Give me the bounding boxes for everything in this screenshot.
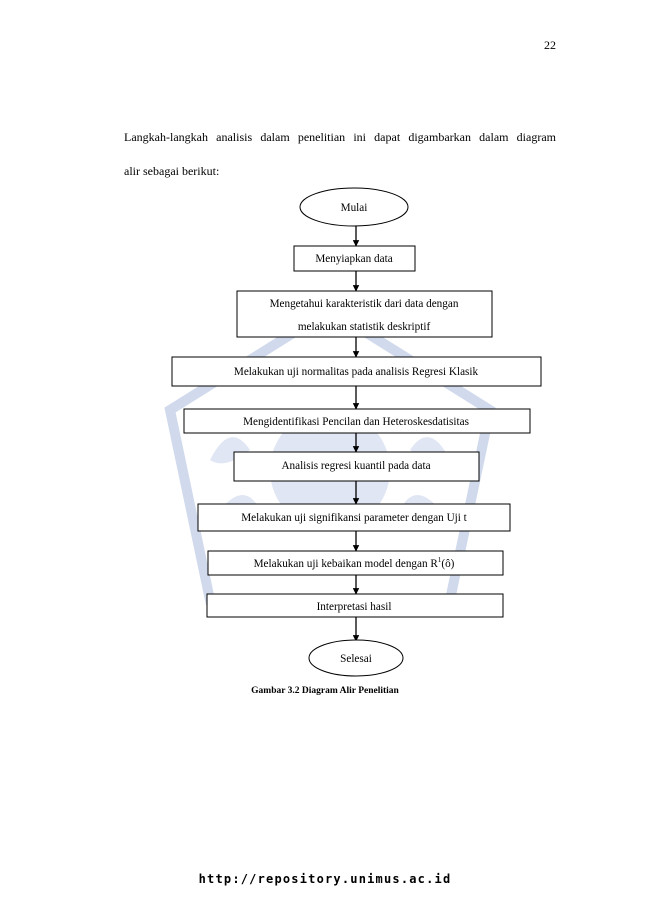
flow-step-7-suffix: (ô) xyxy=(441,558,454,570)
flow-start-label: Mulai xyxy=(341,202,368,214)
flow-step-6-label: Melakukan uji signifikansi parameter den… xyxy=(241,512,467,524)
flow-step-2: Mengetahui karakteristik dari data denga… xyxy=(236,290,493,338)
flow-step-7-label: Melakukan uji kebaikan model dengan R1(ô… xyxy=(254,556,455,570)
flow-step-2-label-line-2: melakukan statistik deskriptif xyxy=(298,321,431,333)
intro-paragraph: Langkah-langkah analisis dalam penelitia… xyxy=(124,120,556,188)
flow-step-7-superscript: 1 xyxy=(438,556,442,564)
flow-step-4-label: Mengidentifikasi Pencilan dan Heteroskes… xyxy=(243,416,469,428)
flow-step-2-label-line-1: Mengetahui karakteristik dari data denga… xyxy=(270,298,459,310)
flow-end-label: Selesai xyxy=(340,653,372,665)
flow-start: Mulai xyxy=(299,187,409,227)
flow-step-8-label: Interpretasi hasil xyxy=(317,601,392,613)
repository-url[interactable]: http://repository.unimus.ac.id xyxy=(198,872,452,886)
flow-step-7-text: Melakukan uji kebaikan model dengan R xyxy=(254,558,439,570)
flow-step-1-label: Menyiapkan data xyxy=(315,253,392,265)
flow-step-8: Interpretasi hasil xyxy=(206,593,504,618)
flow-end: Selesai xyxy=(308,639,404,677)
flow-step-7: Melakukan uji kebaikan model dengan R1(ô… xyxy=(207,550,504,576)
flow-step-5-label: Analisis regresi kuantil pada data xyxy=(281,460,430,472)
flow-step-5: Analisis regresi kuantil pada data xyxy=(233,451,480,482)
flow-step-4: Mengidentifikasi Pencilan dan Heteroskes… xyxy=(183,408,531,434)
figure-caption: Gambar 3.2 Diagram Alir Penelitian xyxy=(251,686,399,696)
flow-step-3-label: Melakukan uji normalitas pada analisis R… xyxy=(234,366,479,378)
intro-line-1: Langkah-langkah analisis dalam penelitia… xyxy=(124,130,556,144)
page-number: 22 xyxy=(544,38,556,52)
flow-step-6: Melakukan uji signifikansi parameter den… xyxy=(197,503,511,532)
flow-step-3: Melakukan uji normalitas pada analisis R… xyxy=(171,356,542,387)
intro-line-2: alir sebagai berikut: xyxy=(124,164,220,178)
flow-step-1: Menyiapkan data xyxy=(293,245,416,272)
